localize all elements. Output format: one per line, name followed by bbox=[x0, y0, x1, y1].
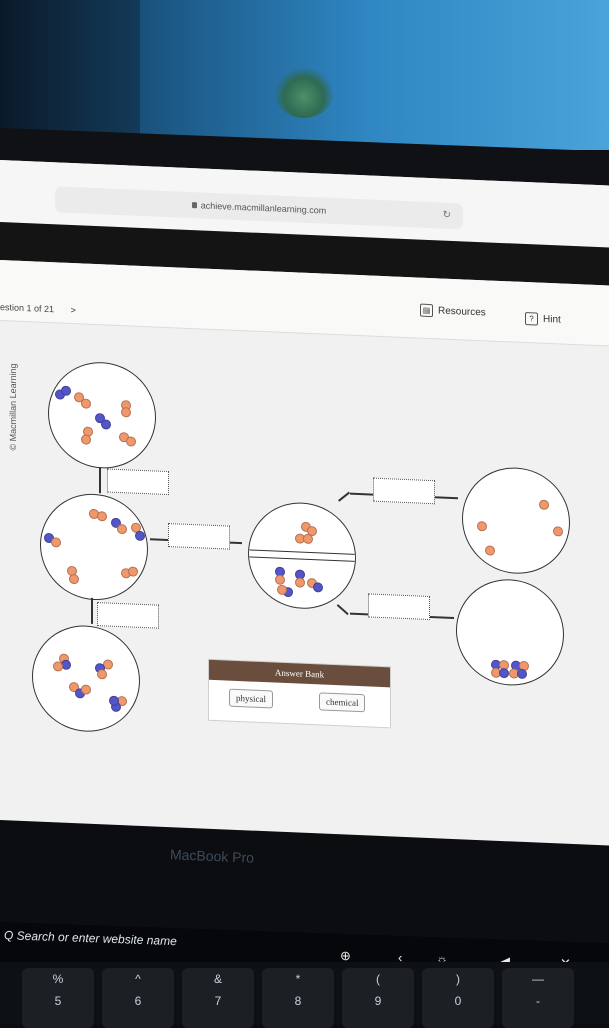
key-9-bottom: 9 bbox=[374, 994, 382, 1008]
touchbar-search[interactable]: Q Search or enter website name bbox=[4, 928, 177, 949]
macbook-label: MacBook Pro bbox=[169, 846, 255, 866]
answer-chip-physical[interactable]: physical bbox=[229, 688, 273, 709]
key-6-top: ^ bbox=[135, 972, 141, 986]
resources-label: Resources bbox=[438, 305, 486, 319]
lock-icon bbox=[191, 202, 197, 209]
drop-target-1[interactable] bbox=[107, 468, 169, 496]
atom bbox=[81, 684, 91, 695]
laptop-screen: achieve.macmillanlearning.com ↻ ▤ Resourc… bbox=[0, 160, 609, 846]
atom bbox=[117, 523, 127, 535]
result-circle-bottom bbox=[456, 577, 564, 688]
separated-circle bbox=[248, 500, 356, 611]
key-8-top: * bbox=[295, 972, 301, 986]
key-0-top: ) bbox=[456, 972, 460, 986]
next-question-arrow[interactable]: > bbox=[70, 304, 76, 316]
atom bbox=[553, 526, 563, 537]
atom bbox=[121, 407, 131, 418]
atom bbox=[277, 584, 287, 596]
atom bbox=[97, 511, 107, 522]
atom bbox=[303, 533, 313, 545]
arrow-connector-up bbox=[338, 491, 350, 502]
key-0-bottom: 0 bbox=[454, 994, 462, 1008]
atom bbox=[61, 385, 71, 396]
key-0[interactable]: )0 bbox=[422, 968, 494, 1028]
atom bbox=[539, 499, 549, 511]
hint-button[interactable]: ? Hint bbox=[525, 312, 561, 327]
arrow-connector-down bbox=[337, 604, 349, 615]
key-7-top: & bbox=[213, 972, 222, 986]
drop-target-2[interactable] bbox=[97, 602, 159, 629]
key-9-top: ( bbox=[376, 972, 380, 986]
atom bbox=[69, 573, 79, 585]
atom bbox=[313, 582, 323, 593]
mixture-circle-bottom bbox=[32, 623, 140, 734]
keyboard: %5 ^6 &7 *8 (9 )0 —- bbox=[0, 962, 609, 1028]
key-minus-bottom: - bbox=[536, 994, 540, 1008]
background-plant bbox=[274, 66, 334, 118]
key-5-top: % bbox=[52, 972, 64, 986]
atom bbox=[109, 695, 119, 706]
hint-label: Hint bbox=[543, 313, 561, 326]
atom bbox=[477, 520, 487, 532]
key-7[interactable]: &7 bbox=[182, 968, 254, 1028]
answer-chip-chemical[interactable]: chemical bbox=[319, 692, 366, 713]
atom bbox=[517, 668, 527, 680]
answer-bank-title: Answer Bank bbox=[209, 659, 390, 688]
atom bbox=[128, 566, 138, 577]
atom bbox=[101, 419, 111, 430]
key-6-bottom: 6 bbox=[134, 994, 142, 1008]
key-5[interactable]: %5 bbox=[22, 968, 94, 1028]
key-7-bottom: 7 bbox=[214, 994, 222, 1008]
key-8-bottom: 8 bbox=[294, 994, 302, 1008]
background-shadow bbox=[0, 0, 140, 150]
atom bbox=[499, 667, 509, 679]
reload-icon[interactable]: ↻ bbox=[442, 209, 451, 221]
atom bbox=[81, 434, 91, 445]
atom bbox=[275, 574, 285, 585]
atom bbox=[295, 577, 305, 588]
key-minus[interactable]: —- bbox=[502, 968, 574, 1028]
resources-button[interactable]: ▤ Resources bbox=[420, 303, 486, 320]
address-bar[interactable]: achieve.macmillanlearning.com ↻ bbox=[55, 186, 463, 230]
key-5-bottom: 5 bbox=[54, 994, 62, 1008]
arrow-down-2 bbox=[91, 597, 93, 624]
atom bbox=[81, 398, 91, 409]
drop-target-4[interactable] bbox=[373, 477, 435, 505]
drop-target-5[interactable] bbox=[368, 593, 430, 621]
key-6[interactable]: ^6 bbox=[102, 968, 174, 1028]
atom bbox=[135, 530, 145, 542]
key-minus-top: — bbox=[532, 972, 544, 986]
result-circle-top bbox=[462, 465, 570, 576]
book-icon: ▤ bbox=[420, 303, 433, 318]
atom bbox=[97, 669, 107, 680]
atom bbox=[126, 436, 136, 447]
question-icon: ? bbox=[525, 312, 538, 326]
answer-bank: Answer Bank physical chemical bbox=[208, 658, 391, 729]
mixture-circle-top bbox=[48, 360, 156, 471]
separation-bar bbox=[249, 549, 355, 562]
mixture-circle-middle bbox=[40, 491, 148, 603]
copyright-vertical: © Macmillan Learning bbox=[8, 363, 18, 451]
url-text: achieve.macmillanlearning.com bbox=[200, 200, 327, 216]
atom bbox=[53, 661, 63, 672]
atom bbox=[51, 537, 61, 548]
key-9[interactable]: (9 bbox=[342, 968, 414, 1028]
key-8[interactable]: *8 bbox=[262, 968, 334, 1028]
drop-target-3[interactable] bbox=[168, 523, 230, 550]
arrow-down-1 bbox=[99, 467, 101, 494]
atom bbox=[485, 545, 495, 556]
